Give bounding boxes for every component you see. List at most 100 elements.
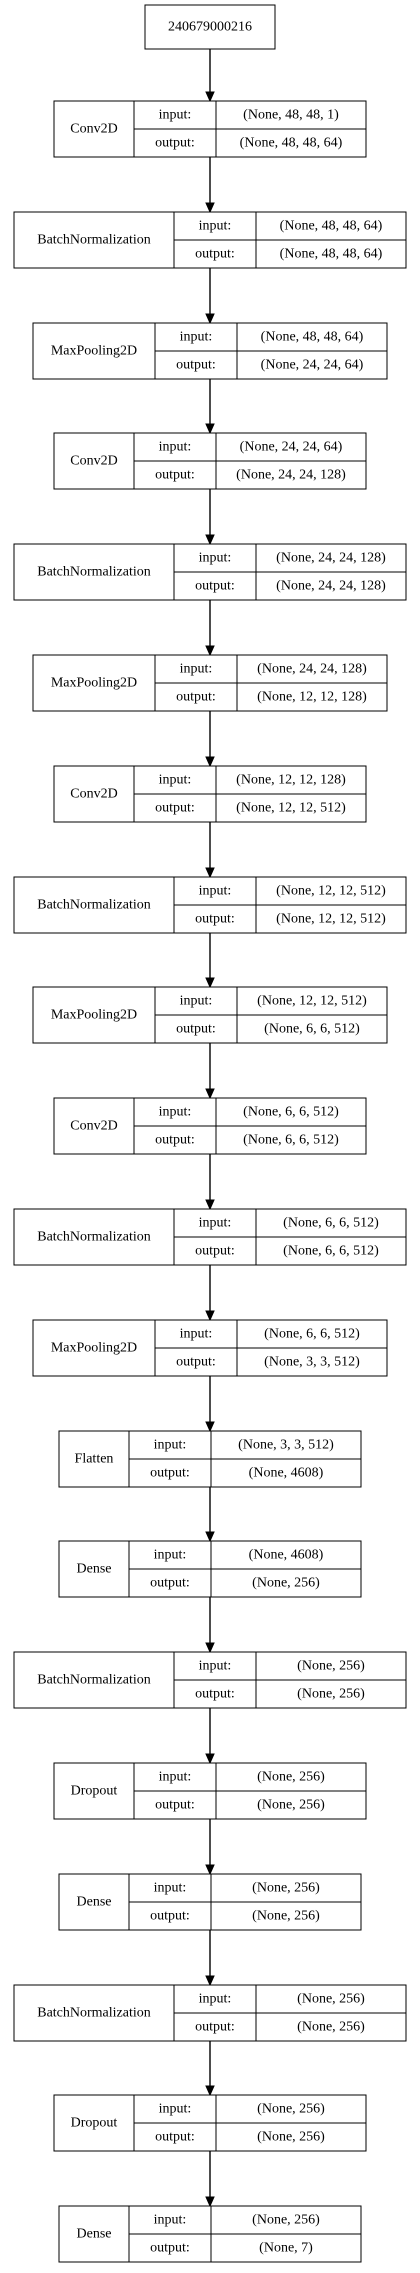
- layer-node-batch-normalization: BatchNormalization input: output: (None, 6,…: [13, 1208, 407, 1266]
- arrowhead-icon: [205, 2196, 215, 2208]
- output-shape: (None, 12, 12, 512): [276, 912, 386, 927]
- output-shape: (None, 256): [252, 1576, 320, 1591]
- input-label: input:: [180, 994, 213, 1009]
- input-shape: (None, 12, 12, 512): [257, 994, 367, 1009]
- arrowhead-icon: [205, 1310, 215, 1322]
- output-label: output:: [176, 690, 216, 705]
- output-shape: (None, 4608): [249, 1466, 324, 1481]
- input-node-label: 240679000216: [168, 20, 252, 35]
- input-shape: (None, 6, 6, 512): [243, 1105, 339, 1120]
- input-shape: (None, 24, 24, 64): [240, 440, 343, 455]
- output-shape: (None, 24, 24, 64): [261, 358, 364, 373]
- layer-name: BatchNormalization: [37, 565, 151, 580]
- output-shape: (None, 6, 6, 512): [264, 1022, 360, 1037]
- output-label: output:: [150, 1576, 190, 1591]
- arrowhead-icon: [205, 534, 215, 546]
- arrowhead-icon: [205, 1421, 215, 1433]
- output-label: output:: [150, 1909, 190, 1924]
- input-label: input:: [180, 1327, 213, 1342]
- output-shape: (None, 12, 12, 128): [257, 690, 367, 705]
- layer-node-conv-2d: Conv2D input: output: (None, 6, 6, 512) (Non…: [53, 1097, 367, 1155]
- input-label: input:: [199, 1659, 232, 1674]
- layer-name: Conv2D: [70, 1119, 117, 1134]
- arrowhead-icon: [205, 91, 215, 103]
- input-label: input:: [159, 1105, 192, 1120]
- input-shape: (None, 48, 48, 1): [243, 108, 339, 123]
- layer-list: Conv2D input: output: (None, 48, 48, 1) (Non…: [13, 100, 407, 2263]
- layer-node-flatten: Flatten input: output: (None, 3, 3, 512) (No…: [58, 1430, 362, 1488]
- output-label: output:: [195, 1244, 235, 1259]
- output-label: output:: [155, 801, 195, 816]
- input-label: input:: [154, 1438, 187, 1453]
- input-shape: (None, 24, 24, 128): [257, 662, 367, 677]
- input-shape: (None, 6, 6, 512): [283, 1216, 379, 1231]
- layer-node-max-pooling-2d: MaxPooling2D input: output: (None, 24, 24, …: [32, 654, 388, 712]
- input-label: input:: [159, 2102, 192, 2117]
- arrowhead-icon: [205, 1642, 215, 1654]
- layer-name: MaxPooling2D: [51, 676, 137, 691]
- input-shape: (None, 6, 6, 512): [264, 1327, 360, 1342]
- output-label: output:: [150, 1466, 190, 1481]
- arrowhead-icon: [205, 202, 215, 214]
- input-node: 240679000216: [144, 4, 276, 50]
- output-label: output:: [176, 1022, 216, 1037]
- input-label: input:: [159, 108, 192, 123]
- diagram-edges: [205, 49, 215, 2208]
- output-label: output:: [195, 1687, 235, 1702]
- arrowhead-icon: [205, 2085, 215, 2097]
- output-label: output:: [176, 1355, 216, 1370]
- input-label: input:: [199, 1216, 232, 1231]
- output-shape: (None, 6, 6, 512): [243, 1133, 339, 1148]
- input-shape: (None, 256): [297, 1659, 365, 1674]
- input-label: input:: [159, 773, 192, 788]
- output-label: output:: [176, 358, 216, 373]
- arrowhead-icon: [205, 1199, 215, 1211]
- output-label: output:: [195, 247, 235, 262]
- output-shape: (None, 6, 6, 512): [283, 1244, 379, 1259]
- layer-name: Dense: [77, 1562, 112, 1577]
- output-label: output:: [155, 2130, 195, 2145]
- layer-name: BatchNormalization: [37, 898, 151, 913]
- arrowhead-icon: [205, 1753, 215, 1765]
- output-shape: (None, 7): [259, 2241, 313, 2256]
- input-label: input:: [180, 662, 213, 677]
- output-shape: (None, 256): [252, 1909, 320, 1924]
- layer-name: Dropout: [71, 2116, 118, 2131]
- input-label: input:: [154, 2213, 187, 2228]
- input-shape: (None, 3, 3, 512): [238, 1438, 334, 1453]
- input-label: input:: [199, 219, 232, 234]
- output-label: output:: [155, 1133, 195, 1148]
- input-label: input:: [154, 1881, 187, 1896]
- layer-name: Conv2D: [70, 122, 117, 137]
- layer-node-batch-normalization: BatchNormalization input: output: (None, 25…: [13, 1651, 407, 1709]
- layer-name: Dropout: [71, 1784, 118, 1799]
- input-shape: (None, 48, 48, 64): [280, 219, 383, 234]
- layer-name: BatchNormalization: [37, 1673, 151, 1688]
- output-shape: (None, 12, 12, 512): [236, 801, 346, 816]
- layer-name: Flatten: [75, 1452, 114, 1467]
- arrowhead-icon: [205, 867, 215, 879]
- output-shape: (None, 24, 24, 128): [276, 579, 386, 594]
- input-label: input:: [180, 330, 213, 345]
- arrowhead-icon: [205, 1975, 215, 1987]
- output-shape: (None, 48, 48, 64): [280, 247, 383, 262]
- output-shape: (None, 48, 48, 64): [240, 136, 343, 151]
- arrowhead-icon: [205, 1531, 215, 1543]
- arrowhead-icon: [205, 313, 215, 325]
- output-label: output:: [195, 2020, 235, 2035]
- input-shape: (None, 256): [257, 2102, 325, 2117]
- input-label: input:: [159, 1770, 192, 1785]
- arrowhead-icon: [205, 977, 215, 989]
- input-label: input:: [199, 884, 232, 899]
- layer-name: BatchNormalization: [37, 2006, 151, 2021]
- layer-name: Dense: [77, 1895, 112, 1910]
- input-label: input:: [159, 440, 192, 455]
- layer-name: BatchNormalization: [37, 1230, 151, 1245]
